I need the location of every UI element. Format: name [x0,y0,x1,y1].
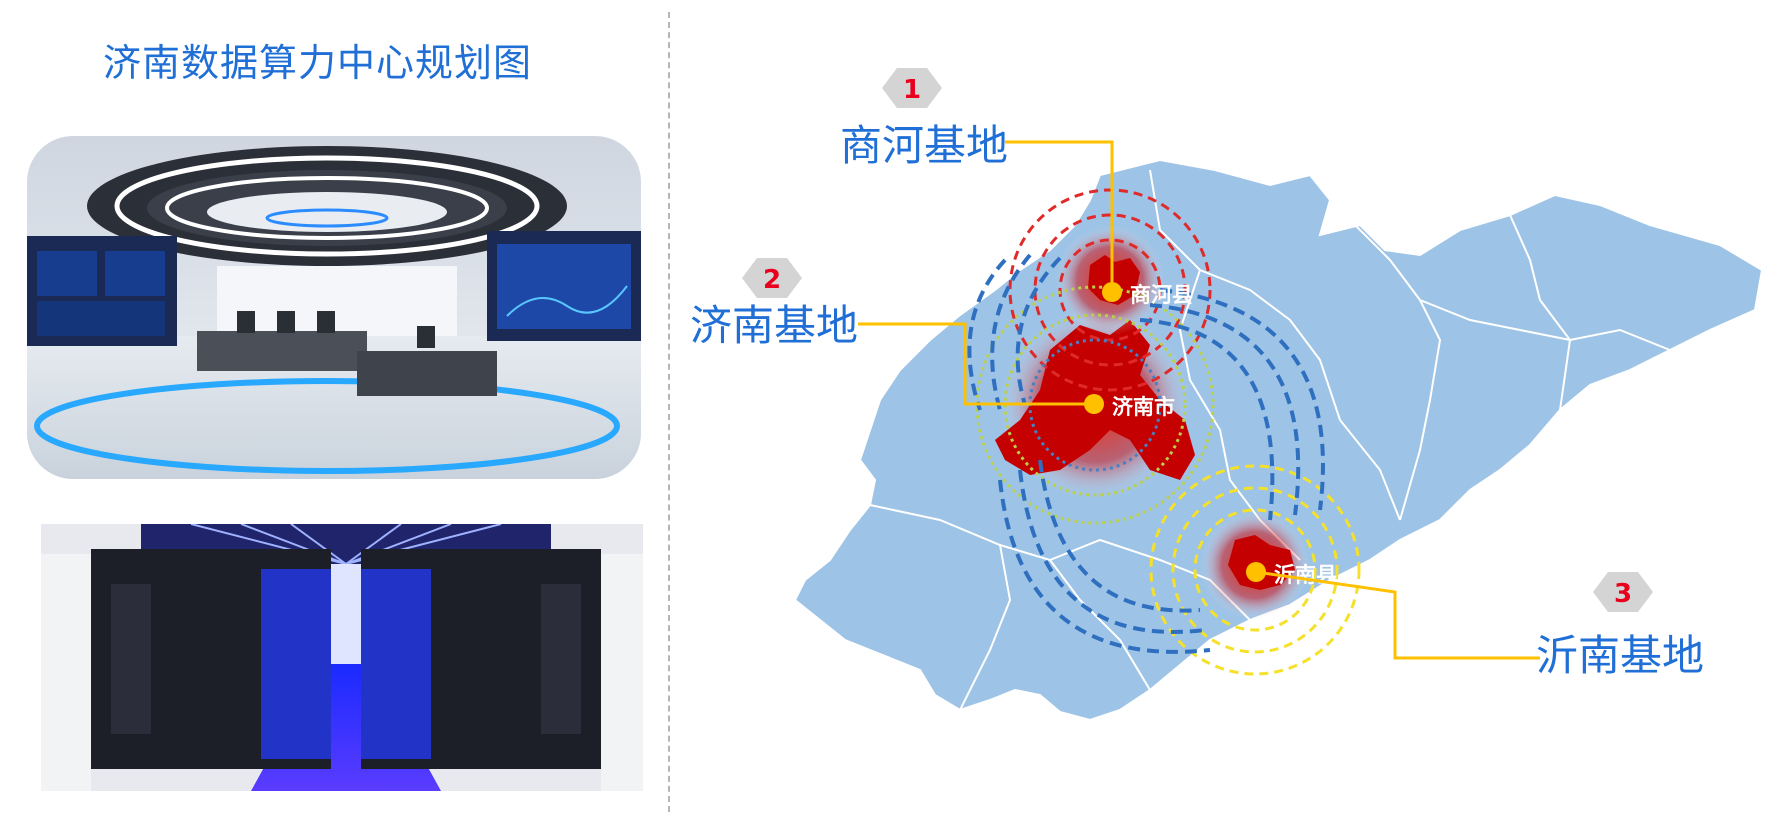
page-title: 济南数据算力中心规划图 [103,41,533,85]
leader-line-3 [1255,570,1540,660]
leader-line-1 [1005,140,1114,292]
base-label-jinan: 济南基地 [690,301,858,350]
base-label-yinan: 沂南基地 [1536,631,1704,680]
server-room-photo [41,524,643,791]
badge-2: 2 [742,258,802,298]
badge-number-2: 2 [763,265,781,295]
vertical-divider [668,12,670,812]
control-center-photo [27,136,641,479]
base-label-shanghe: 商河基地 [840,121,1008,170]
city-label-jinan: 济南市 [1112,395,1175,419]
badge-number-1: 1 [903,75,921,105]
badge-3: 3 [1593,572,1653,612]
city-label-shanghe: 商河县 [1130,283,1193,307]
badge-number-3: 3 [1614,579,1632,609]
badge-1: 1 [882,68,942,108]
leader-line-2 [858,322,1094,406]
